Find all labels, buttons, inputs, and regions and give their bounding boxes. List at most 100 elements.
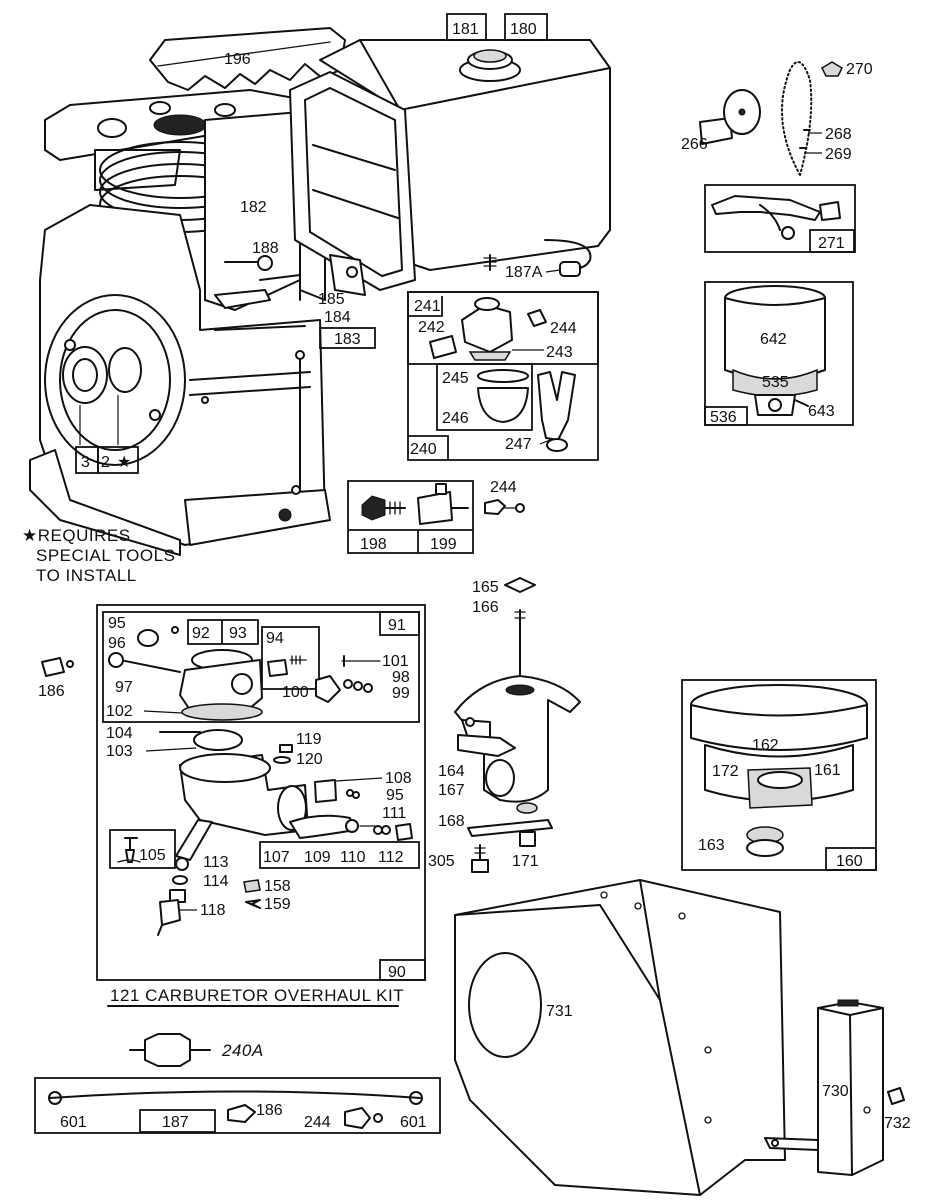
label-535: 535 bbox=[762, 374, 789, 391]
air-cleaner-small-illustration bbox=[724, 285, 826, 416]
label-268: 268 bbox=[825, 126, 852, 143]
label-731: 731 bbox=[546, 1003, 573, 1020]
label-242: 242 bbox=[418, 319, 445, 336]
label-536: 536 bbox=[710, 409, 737, 426]
label-118: 118 bbox=[200, 902, 226, 919]
label-186: 186 bbox=[38, 683, 65, 700]
label-246: 246 bbox=[442, 410, 469, 427]
label-305: 305 bbox=[428, 853, 455, 870]
label-186-line: 186 bbox=[256, 1102, 283, 1119]
label-94: 94 bbox=[266, 630, 284, 647]
label-730: 730 bbox=[822, 1083, 849, 1100]
label-93: 93 bbox=[229, 625, 247, 642]
label-104: 104 bbox=[106, 725, 133, 742]
label-187: 187 bbox=[162, 1114, 189, 1131]
label-103: 103 bbox=[106, 743, 133, 760]
label-110: 110 bbox=[340, 849, 366, 866]
label-165: 165 bbox=[472, 579, 499, 596]
label-188: 188 bbox=[252, 240, 279, 257]
label-187A: 187A bbox=[505, 264, 543, 281]
label-180: 180 bbox=[510, 21, 537, 38]
label-114: 114 bbox=[203, 873, 229, 890]
carburetor-kit-caption: 121 CARBURETOR OVERHAUL KIT bbox=[110, 986, 404, 1005]
part-186-illustration bbox=[41, 657, 74, 677]
label-642: 642 bbox=[760, 331, 787, 348]
label-107: 107 bbox=[263, 849, 290, 866]
special-tools-note-line3: TO INSTALL bbox=[36, 566, 137, 585]
label-167: 167 bbox=[438, 782, 465, 799]
label-95-mid: 95 bbox=[386, 787, 404, 804]
label-111: 111 bbox=[382, 805, 406, 822]
label-240A: 240A bbox=[221, 1041, 264, 1060]
label-168: 168 bbox=[438, 813, 465, 830]
label-243: 243 bbox=[546, 344, 573, 361]
shroud-196-shape bbox=[149, 27, 346, 91]
fittings-illustration bbox=[361, 483, 525, 525]
label-105: 105 bbox=[139, 847, 166, 864]
label-199: 199 bbox=[430, 536, 457, 553]
label-241: 241 bbox=[414, 298, 441, 315]
label-119: 119 bbox=[296, 731, 322, 748]
fuel-line-illustration bbox=[48, 1090, 423, 1129]
label-113: 113 bbox=[203, 854, 229, 871]
label-601-left: 601 bbox=[60, 1114, 87, 1131]
label-108: 108 bbox=[385, 770, 412, 787]
label-3: 3 bbox=[81, 454, 90, 471]
label-159: 159 bbox=[264, 896, 291, 913]
label-101: 101 bbox=[382, 653, 409, 670]
label-247: 247 bbox=[505, 436, 532, 453]
star-icon: ★ bbox=[117, 454, 131, 471]
label-270: 270 bbox=[846, 61, 873, 78]
label-171: 171 bbox=[512, 853, 539, 870]
blower-housing-illustration bbox=[454, 879, 786, 1196]
label-244-fitting: 244 bbox=[490, 479, 517, 496]
label-181: 181 bbox=[452, 21, 479, 38]
label-172: 172 bbox=[712, 763, 739, 780]
air-cleaner-large-illustration bbox=[690, 684, 868, 857]
label-91: 91 bbox=[388, 617, 406, 634]
special-tools-note-line1: ★REQUIRES bbox=[22, 526, 131, 545]
governor-illustration bbox=[699, 61, 843, 176]
label-732: 732 bbox=[884, 1115, 911, 1132]
label-99: 99 bbox=[392, 685, 410, 702]
label-102: 102 bbox=[106, 703, 133, 720]
label-240: 240 bbox=[410, 441, 437, 458]
label-166: 166 bbox=[472, 599, 499, 616]
label-97: 97 bbox=[115, 679, 133, 696]
label-643: 643 bbox=[808, 403, 835, 420]
governor-lever-271-illustration bbox=[711, 195, 841, 240]
label-109: 109 bbox=[304, 849, 331, 866]
label-163: 163 bbox=[698, 837, 725, 854]
label-161: 161 bbox=[814, 762, 841, 779]
label-92: 92 bbox=[192, 625, 210, 642]
label-164: 164 bbox=[438, 763, 465, 780]
label-182: 182 bbox=[240, 199, 267, 216]
label-271: 271 bbox=[818, 235, 845, 252]
label-601-right: 601 bbox=[400, 1114, 427, 1131]
label-112: 112 bbox=[378, 849, 404, 866]
label-185: 185 bbox=[318, 291, 345, 308]
label-266: 266 bbox=[681, 136, 708, 153]
label-244: 244 bbox=[550, 320, 577, 337]
label-184: 184 bbox=[324, 309, 351, 326]
sediment-bowl-illustration bbox=[429, 297, 576, 452]
label-198: 198 bbox=[360, 536, 387, 553]
intake-elbow-illustration bbox=[454, 577, 581, 873]
label-90: 90 bbox=[388, 964, 406, 981]
label-100: 100 bbox=[282, 684, 309, 701]
label-196: 196 bbox=[224, 51, 251, 68]
label-120: 120 bbox=[296, 751, 323, 768]
label-158: 158 bbox=[264, 878, 291, 895]
label-183: 183 bbox=[334, 331, 361, 348]
label-245: 245 bbox=[442, 370, 469, 387]
label-160: 160 bbox=[836, 853, 863, 870]
label-96: 96 bbox=[108, 635, 126, 652]
label-98: 98 bbox=[392, 669, 410, 686]
bracket-illustration bbox=[764, 999, 905, 1176]
label-95-top: 95 bbox=[108, 615, 126, 632]
engine-block-illustration bbox=[29, 27, 346, 556]
fuel-filter-illustration bbox=[129, 1033, 211, 1067]
fuel-tank-illustration bbox=[289, 39, 611, 296]
label-269: 269 bbox=[825, 146, 852, 163]
